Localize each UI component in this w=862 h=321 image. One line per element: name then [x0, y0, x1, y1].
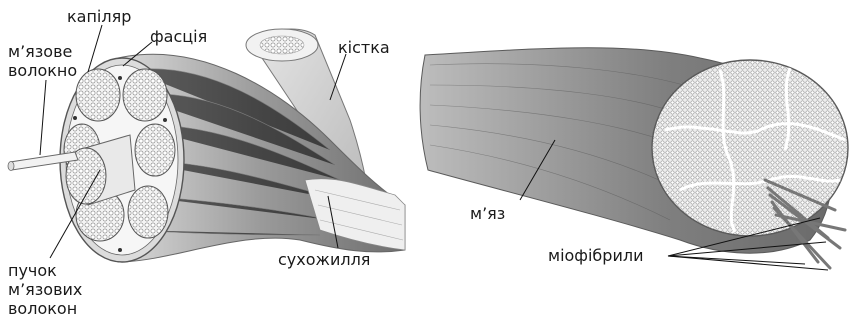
- label-fascia: фасція: [150, 27, 207, 46]
- label-bone: кістка: [338, 38, 390, 57]
- label-muscle-bundle: пучок м’язових волокон: [8, 261, 82, 318]
- label-myofibrils: міофібрили: [548, 246, 643, 265]
- right-muscle-diagram: [420, 48, 848, 270]
- label-tendon: сухожилля: [278, 250, 370, 269]
- label-muscle-fiber: м’язове волокно: [8, 42, 77, 80]
- label-muscle: м’яз: [470, 204, 505, 223]
- muscle-cross-section: [652, 60, 848, 236]
- label-capillary: капіляр: [67, 7, 131, 26]
